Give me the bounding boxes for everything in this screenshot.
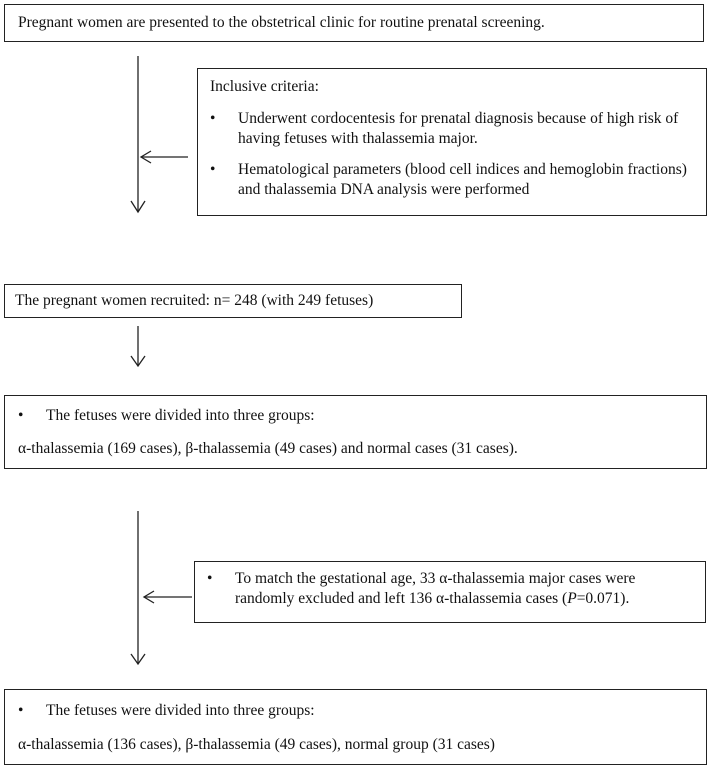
inclusive-criteria-item: • Hematological parameters (blood cell i…	[210, 160, 696, 200]
inclusive-criteria-item: • Underwent cordocentesis for prenatal d…	[210, 109, 696, 149]
bullet-icon: •	[18, 407, 24, 424]
groups-bullet-row: • The fetuses were divided into three gr…	[18, 406, 706, 426]
groups-detail-text: α-thalassemia (136 cases), β-thalassemia…	[18, 736, 495, 753]
screening-box: Pregnant women are presented to the obst…	[4, 4, 704, 42]
exclusion-text: To match the gestational age, 33 α-thala…	[235, 570, 636, 607]
p-value-symbol: P	[567, 590, 577, 607]
exclusion-box: • To match the gestational age, 33 α-tha…	[194, 561, 706, 623]
side-arrow-2-head	[142, 590, 155, 604]
groups-box-final: • The fetuses were divided into three gr…	[4, 689, 707, 765]
groups-bullet-row: • The fetuses were divided into three gr…	[18, 701, 706, 721]
groups-detail-text: α-thalassemia (169 cases), β-thalassemia…	[18, 440, 518, 457]
bullet-icon: •	[207, 570, 213, 587]
main-arrow-2-head	[130, 355, 146, 368]
inclusive-criteria-box: Inclusive criteria: • Underwent cordocen…	[197, 68, 707, 216]
side-arrow-1-head	[139, 150, 152, 164]
recruited-text: The pregnant women recruited: n= 248 (wi…	[15, 292, 374, 309]
main-arrow-3-head	[130, 653, 146, 666]
main-arrow-1-head	[130, 200, 146, 214]
inclusive-criteria-item-text: Underwent cordocentesis for prenatal dia…	[238, 110, 679, 147]
inclusive-criteria-item-text: Hematological parameters (blood cell ind…	[238, 161, 687, 198]
recruited-box: The pregnant women recruited: n= 248 (wi…	[4, 284, 462, 318]
screening-text: Pregnant women are presented to the obst…	[18, 14, 545, 31]
bullet-icon: •	[210, 161, 216, 178]
groups-bullet-text: The fetuses were divided into three grou…	[46, 702, 315, 719]
exclusion-bullet-row: • To match the gestational age, 33 α-tha…	[207, 569, 697, 609]
inclusive-criteria-heading: Inclusive criteria:	[210, 78, 319, 95]
bullet-icon: •	[210, 110, 216, 127]
bullet-icon: •	[18, 702, 24, 719]
groups-box-initial: • The fetuses were divided into three gr…	[4, 395, 707, 469]
groups-bullet-text: The fetuses were divided into three grou…	[46, 407, 315, 424]
